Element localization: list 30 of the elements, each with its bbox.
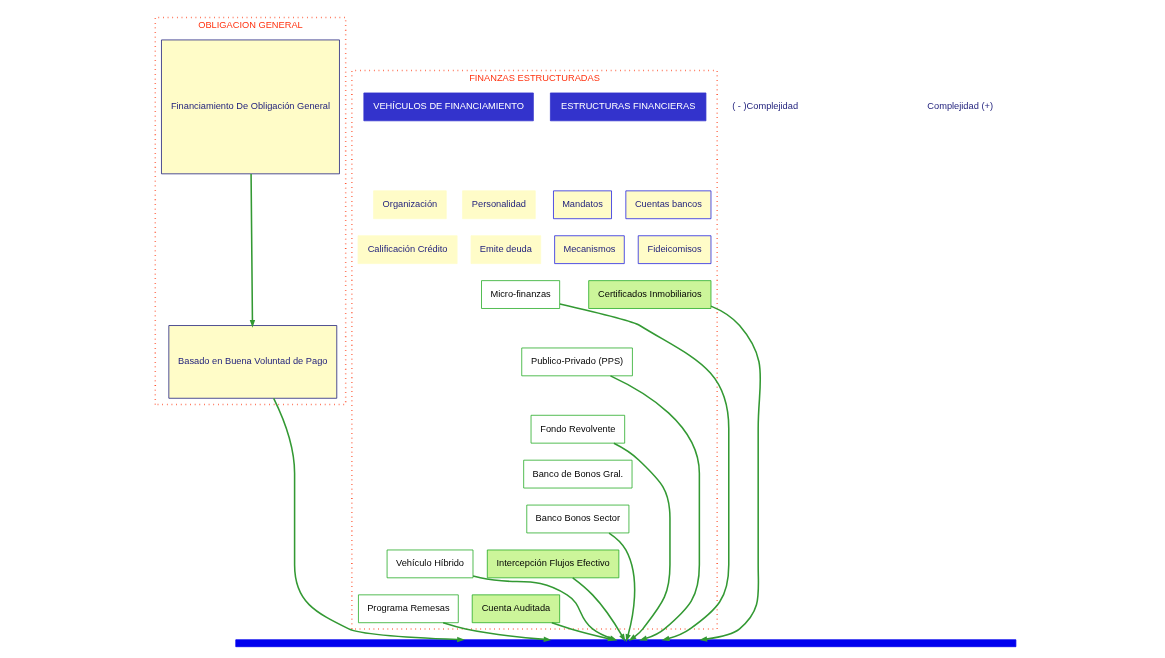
node-box: Intercepción Flujos Efectivo	[486, 549, 620, 579]
node-box: Cuenta Auditada	[471, 594, 561, 624]
node-box: ESTRUCTURAS FINANCIERAS	[550, 92, 707, 122]
arrow	[442, 622, 552, 643]
node-box: Banco de Bonos Gral.	[523, 459, 633, 489]
node-box: Banco Bonos Sector	[526, 504, 630, 534]
node-box: Fideicomisos	[637, 235, 712, 264]
node-box: Financiamiento De Obligación General	[161, 39, 340, 175]
node-box: Cuentas bancos	[625, 190, 712, 220]
node-box: Fondo Revolvente	[530, 414, 626, 444]
label: Complejidad (+)	[927, 101, 994, 112]
node-box: Micro-finanzas	[481, 280, 561, 309]
label: ( - )Complejidad	[732, 101, 799, 112]
node-box: VEHÍCULOS DE FINANCIAMIENTO	[363, 92, 534, 122]
node-box: Certificados Inmobiliarios	[588, 280, 712, 309]
arrow	[272, 397, 465, 643]
node-box: Calificación Crédito	[357, 235, 458, 264]
arrow	[613, 442, 671, 641]
node-box: Organización	[373, 190, 447, 220]
node-bar	[235, 639, 1017, 648]
node-box: Publico-Privado (PPS)	[521, 347, 633, 377]
node-box: Basado en Buena Voluntad de Pago	[168, 325, 338, 399]
node-box: Personalidad	[462, 190, 536, 220]
node-box: Mecanismos	[554, 235, 625, 264]
arrow	[249, 173, 256, 328]
node-box: Emite deuda	[470, 235, 542, 264]
arrow	[699, 305, 762, 642]
node-box: Programa Remesas	[358, 594, 459, 624]
node-box: Mandatos	[553, 190, 612, 220]
node-box: Vehículo Híbrido	[386, 549, 474, 579]
